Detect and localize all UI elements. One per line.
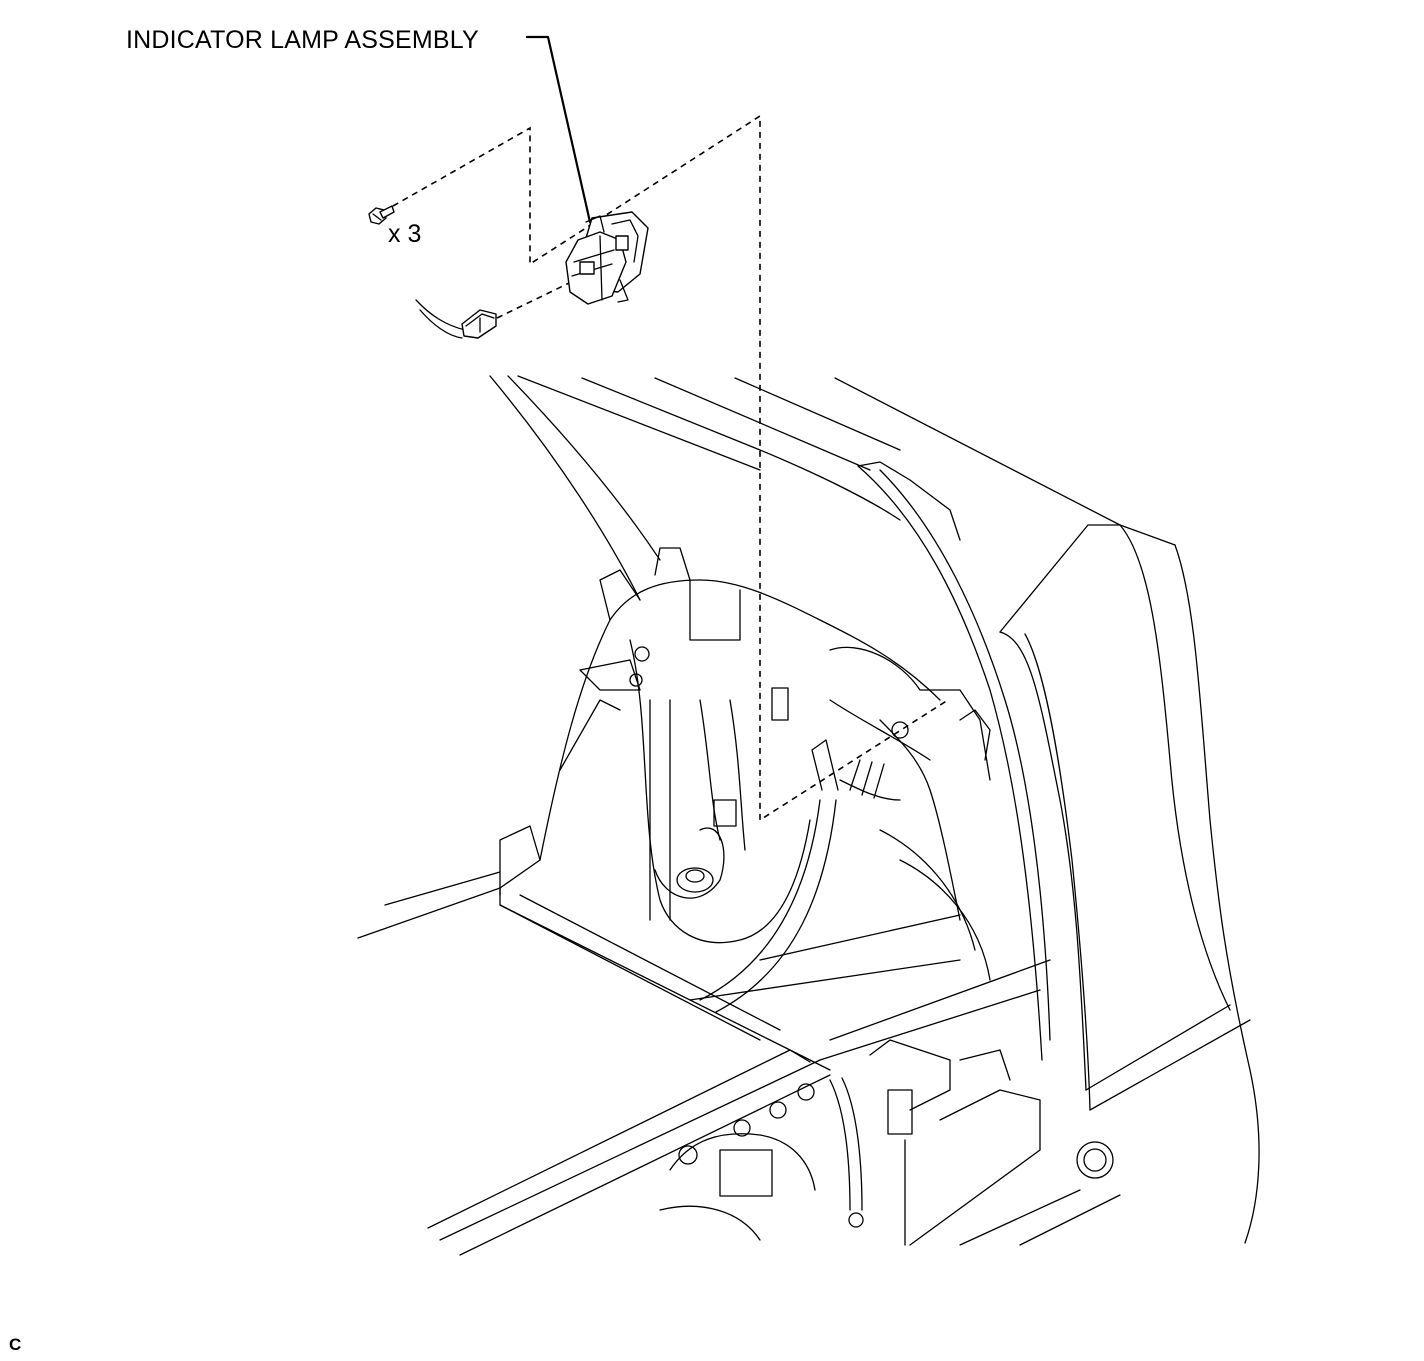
installation-guide-lines bbox=[392, 114, 949, 822]
vehicle-body-panel bbox=[357, 375, 1260, 1256]
indicator-lamp-assembly-icon bbox=[565, 211, 649, 305]
wire-harness-connector bbox=[415, 299, 497, 339]
figure-code-label: C bbox=[9, 1335, 22, 1354]
callout-leader-line bbox=[525, 35, 592, 224]
indicator-lamp-assembly-label: INDICATOR LAMP ASSEMBLY bbox=[126, 26, 479, 54]
bolt-quantity-label: x 3 bbox=[388, 220, 422, 248]
bolt-icon bbox=[368, 205, 395, 225]
